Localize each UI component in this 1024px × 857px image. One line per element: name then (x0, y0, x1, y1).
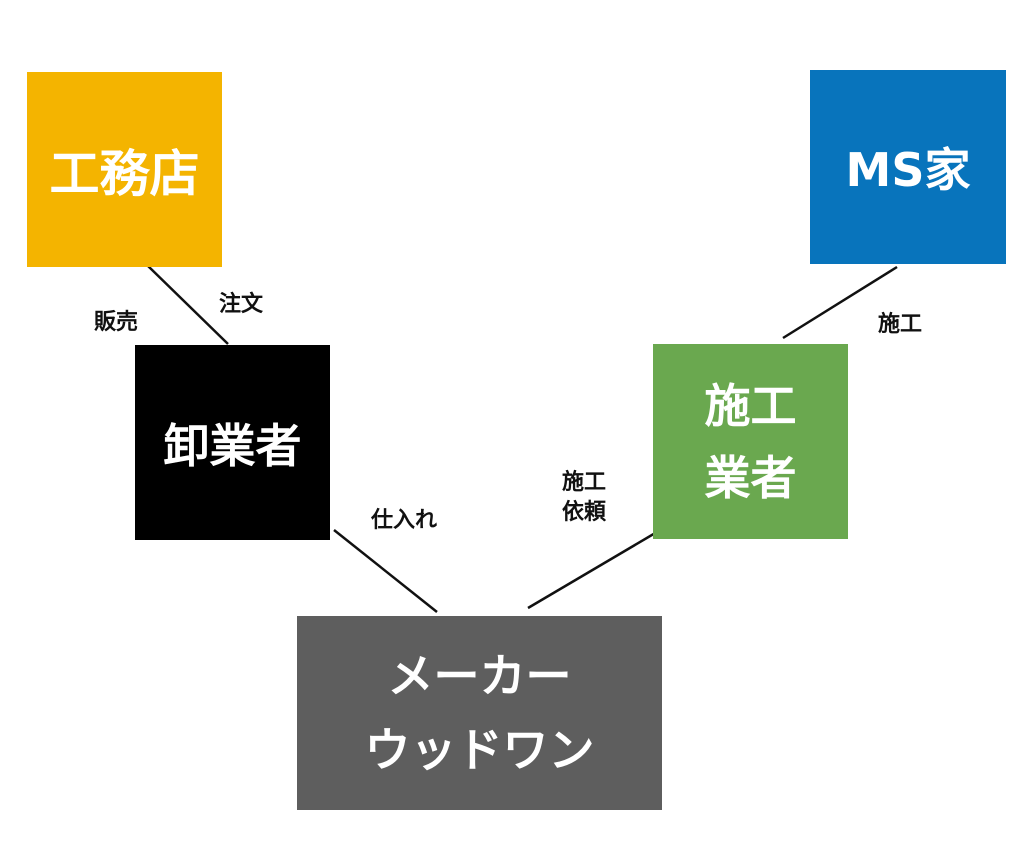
edge-label-sekou-irai-line2: 依頼 (562, 500, 607, 525)
node-maker-label-line1: メーカー (387, 649, 572, 703)
node-koumuten-label: 工務店 (49, 144, 200, 203)
connector-koumuten-oroshi (146, 264, 229, 345)
edge-label-hanbai: 販売 (94, 310, 139, 335)
node-ms-home: MS家 (810, 70, 1006, 264)
edge-label-sekou-irai: 施工 依頼 (562, 468, 606, 528)
node-maker: メーカー ウッドワン (297, 616, 662, 810)
connector-maker-sekou (527, 530, 658, 610)
node-sekou-label-line2: 業者 (704, 450, 797, 505)
node-sekou-label-line1: 施工 (704, 378, 797, 433)
edge-label-sekou-irai-line1: 施工 (562, 470, 607, 495)
connector-oroshi-maker (333, 529, 438, 613)
connector-sekou-ms (782, 265, 898, 340)
edge-label-sekou-right: 施工 (878, 312, 923, 337)
node-oroshi: 卸業者 (135, 345, 330, 540)
node-koumuten: 工務店 (27, 72, 222, 267)
node-oroshi-label: 卸業者 (163, 418, 302, 473)
node-maker-label-line2: ウッドワン (364, 723, 595, 777)
edge-label-shiire: 仕入れ (371, 508, 438, 533)
node-ms-home-label: MS家 (845, 143, 971, 197)
node-sekou-gyousha: 施工 業者 (653, 344, 848, 539)
edge-label-chuumon: 注文 (219, 292, 264, 317)
